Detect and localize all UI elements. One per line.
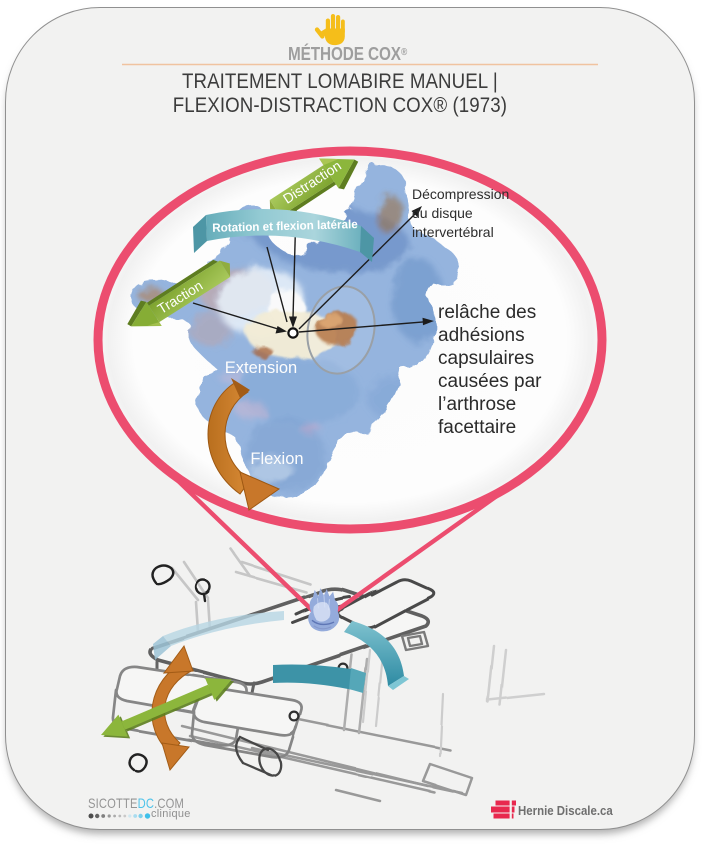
flexion-arrow <box>207 378 281 511</box>
facet-highlight-circle <box>306 285 376 375</box>
page-title: TRAITEMENT LOMABIRE MANUEL | FLEXION-DIS… <box>37 70 642 117</box>
green-arrow-table <box>101 677 235 739</box>
traction-arrow <box>127 259 231 327</box>
pointer-arrows <box>192 206 434 334</box>
vertebra-icon <box>308 588 340 632</box>
orange-arrow-table <box>151 644 194 772</box>
center-point <box>287 327 299 339</box>
distraction-arrow <box>269 158 359 218</box>
teal-curve-arrow <box>344 621 404 686</box>
hernie-logo-icon <box>491 800 516 820</box>
annotation-relache: relâche des adhésions capsulaires causée… <box>438 302 542 438</box>
brand-title: MÉTHODE COX® <box>287 44 408 64</box>
label-flexion: Flexion <box>250 450 304 468</box>
hernie-discale-logo[interactable]: Hernie Discale.ca <box>518 803 613 818</box>
table-arrows <box>101 611 409 772</box>
pale-blue-arrow <box>163 611 284 646</box>
title-line-1: TRAITEMENT LOMABIRE MANUEL | <box>181 70 498 93</box>
annotation-decompression: Décompression du disque intervertébral <box>412 186 510 240</box>
title-line-2: FLEXION-DISTRACTION COX® (1973) <box>172 93 508 117</box>
sicotte-tagline: clinique <box>151 808 191 820</box>
rotation-ribbon <box>193 209 374 262</box>
label-extension: Extension <box>224 359 298 377</box>
registered-mark: ® <box>400 47 408 58</box>
teal-band-arrow <box>273 664 356 690</box>
sicotte-dots <box>88 813 151 819</box>
hand-icon <box>314 14 345 46</box>
sicotte-logo[interactable]: SICOTTEDC.COM <box>88 795 185 811</box>
